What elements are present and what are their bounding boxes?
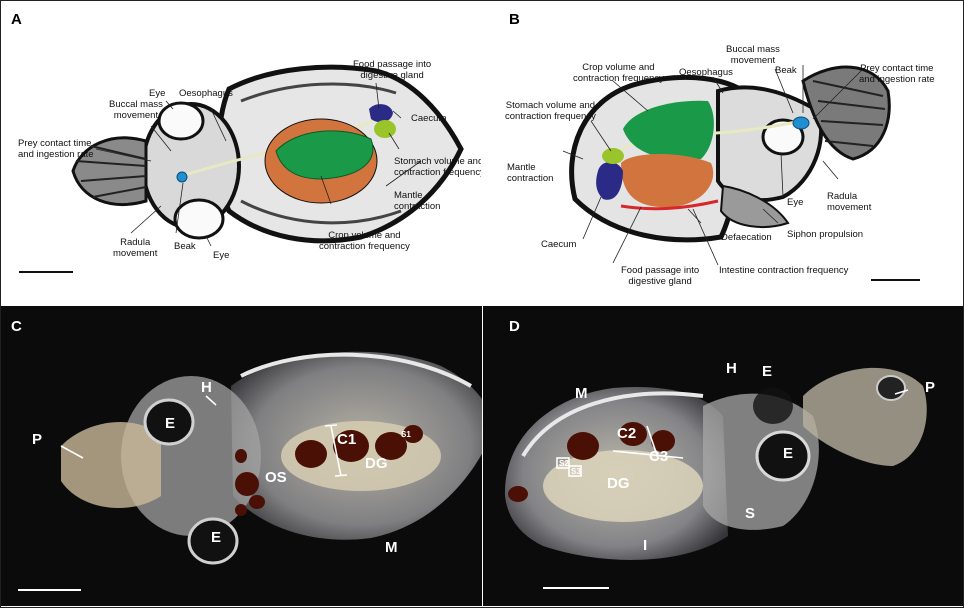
label-b-crop: Crop volume and contraction frequency bbox=[573, 62, 664, 84]
label-c-e-top: E bbox=[165, 415, 176, 432]
label-b-intestine: Intestine contraction frequency bbox=[719, 265, 849, 276]
label-a-mantle: Mantle contraction bbox=[394, 190, 441, 212]
panel-b: B bbox=[483, 1, 963, 305]
label-b-food-passage: Food passage into digestive gland bbox=[621, 265, 700, 287]
label-b-caecum: Caecum bbox=[541, 239, 577, 250]
label-b-stomach: Stomach volume and contraction frequency bbox=[505, 100, 596, 122]
panel-a: A bbox=[1, 1, 481, 305]
eye-top bbox=[157, 101, 205, 141]
label-a-eye-top: Eye bbox=[149, 88, 166, 99]
label-c-c1: C1 bbox=[337, 431, 357, 448]
label-d-c2: C2 bbox=[617, 425, 637, 442]
eye-right-photo bbox=[755, 430, 811, 482]
label-a-prey-contact: Prey contact time and ingestion rate bbox=[18, 138, 94, 160]
intestine-line bbox=[620, 199, 719, 211]
label-b-mantle: Mantle contraction bbox=[507, 162, 554, 184]
eye bbox=[761, 118, 805, 156]
label-d-p: P bbox=[925, 379, 936, 396]
label-b-eye: Eye bbox=[787, 197, 804, 208]
label-d-i: I bbox=[643, 537, 648, 554]
label-b-siphon: Siphon propulsion bbox=[787, 229, 864, 240]
label-d-h: H bbox=[726, 360, 737, 377]
panel-d: D M H E bbox=[483, 306, 963, 606]
label-a-caecum: Caecum bbox=[411, 113, 447, 124]
digestive-gland-photo bbox=[543, 450, 703, 522]
panel-b-label: B bbox=[509, 11, 520, 28]
squid-photo-lateral bbox=[504, 367, 927, 589]
stomach-shape bbox=[602, 148, 624, 164]
label-c-p: P bbox=[32, 431, 43, 448]
label-a-stomach: Stomach volume and contraction frequency bbox=[394, 156, 481, 178]
label-d-e-top: E bbox=[762, 363, 773, 380]
label-d-m: M bbox=[575, 385, 588, 402]
caecum-shape bbox=[596, 162, 623, 200]
label-a-oesophagus: Oesophagus bbox=[179, 88, 233, 99]
beak-shape bbox=[792, 116, 810, 130]
arms-photo bbox=[61, 422, 161, 508]
squid-lateral-diagram bbox=[562, 65, 920, 281]
squid-dorsal-diagram bbox=[19, 64, 464, 273]
panel-a-label: A bbox=[11, 11, 22, 28]
label-c-os: OS bbox=[265, 469, 287, 486]
panel-c-label: C bbox=[11, 318, 22, 335]
panel-d-label: D bbox=[509, 318, 520, 335]
label-a-beak: Beak bbox=[174, 241, 196, 252]
label-b-oesophagus: Oesophagus bbox=[679, 67, 733, 78]
label-a-eye-bottom: Eye bbox=[213, 250, 230, 261]
label-d-s3: S3 bbox=[571, 467, 581, 476]
label-a-food-passage: Food passage into digestive gland bbox=[353, 59, 432, 81]
arms bbox=[801, 65, 891, 161]
squid-photo-dorsal bbox=[18, 351, 482, 591]
label-d-c3: C3 bbox=[649, 448, 669, 465]
crop-shape bbox=[623, 100, 714, 160]
label-c-e-bottom: E bbox=[211, 529, 222, 546]
eye-bottom-photo bbox=[187, 517, 239, 565]
arm-eye-photo bbox=[876, 375, 906, 401]
label-b-prey-contact: Prey contact time and ingestion rate bbox=[859, 63, 935, 85]
eye-top-photo bbox=[753, 388, 793, 424]
label-d-e-right: E bbox=[783, 445, 794, 462]
label-b-buccal-mass: Buccal mass movement bbox=[726, 44, 780, 66]
label-a-buccal-mass: Buccal mass movement bbox=[109, 99, 163, 121]
crop-shape bbox=[275, 130, 374, 180]
beak-shape bbox=[176, 171, 188, 183]
label-c-s1: S1 bbox=[401, 430, 411, 439]
label-b-radula: Radula movement bbox=[827, 191, 872, 213]
label-c-h: H bbox=[201, 379, 212, 396]
arms-photo bbox=[803, 367, 927, 466]
label-b-beak: Beak bbox=[775, 65, 797, 76]
label-a-crop: Crop volume and contraction frequency bbox=[319, 230, 410, 252]
caecum-shape bbox=[369, 104, 393, 123]
eye-top-photo bbox=[143, 398, 195, 446]
label-d-s2: S2 bbox=[559, 459, 569, 468]
panel-c: C bbox=[1, 306, 482, 606]
label-a-radula: Radula movement bbox=[113, 237, 158, 259]
label-d-s: S bbox=[745, 505, 756, 522]
label-d-dg: DG bbox=[607, 475, 630, 492]
label-b-defaecation: Defaecation bbox=[721, 232, 772, 243]
label-c-dg: DG bbox=[365, 455, 388, 472]
label-c-m: M bbox=[385, 539, 398, 556]
eye-bottom bbox=[173, 198, 225, 240]
stomach-shape bbox=[374, 120, 396, 138]
digestive-gland-shape bbox=[621, 154, 714, 208]
